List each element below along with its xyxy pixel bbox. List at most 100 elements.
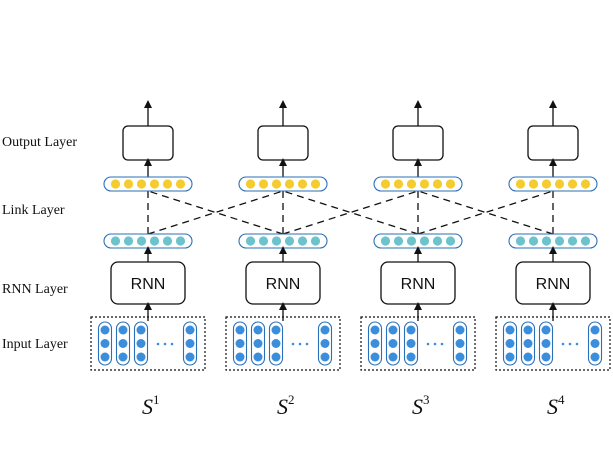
link-node [567, 179, 578, 189]
rnn-output-node [310, 236, 321, 246]
link-node [554, 179, 565, 189]
input-node [541, 325, 551, 335]
input-node [406, 352, 416, 362]
input-node [455, 325, 465, 335]
link-node [123, 179, 134, 189]
input-node [185, 339, 195, 348]
link-node [284, 179, 295, 189]
ellipsis-dot [440, 342, 444, 346]
input-node [388, 339, 398, 348]
link-node [162, 179, 173, 189]
link-node [297, 179, 308, 189]
input-node [590, 352, 600, 362]
ellipsis-dot [156, 342, 160, 346]
cross-link-lines [147, 190, 554, 235]
link-node [541, 179, 552, 189]
rnn-output-node [406, 236, 417, 246]
input-node [185, 352, 195, 362]
ellipsis-dot [575, 342, 579, 346]
link-node [432, 179, 443, 189]
rnn-output-node [123, 236, 134, 246]
input-node [253, 352, 263, 362]
rnn-output-node [580, 236, 591, 246]
input-node [100, 325, 110, 335]
ellipsis-dot [170, 342, 174, 346]
rnn-output-node [245, 236, 256, 246]
link-node [445, 179, 456, 189]
input-node [235, 352, 245, 362]
input-box [360, 316, 476, 371]
sequence-label-3: S3 [412, 392, 430, 419]
link-node [528, 179, 539, 189]
rnn-output-node [528, 236, 539, 246]
rnn-output-node [110, 236, 121, 246]
link-node [380, 179, 391, 189]
link-node [149, 179, 160, 189]
sequence-label-2: S2 [277, 392, 295, 419]
link-node [310, 179, 321, 189]
sequence-label-1: S1 [142, 392, 160, 419]
rnn-output-node [432, 236, 443, 246]
input-node [100, 352, 110, 362]
ellipsis-dot [561, 342, 565, 346]
rnn-output-node [541, 236, 552, 246]
rnn-output-node [515, 236, 526, 246]
input-node [523, 325, 533, 335]
input-node [271, 339, 281, 348]
rnn-output-node [258, 236, 269, 246]
input-node [590, 325, 600, 335]
input-box [90, 316, 206, 371]
rnn-label-2: RNN [266, 276, 301, 293]
input-node [320, 325, 330, 335]
input-node [505, 325, 515, 335]
input-node [118, 339, 128, 348]
rnn-output-node [175, 236, 186, 246]
output-box [392, 125, 444, 161]
input-node [185, 325, 195, 335]
column-s4 [495, 100, 611, 371]
input-node [590, 339, 600, 348]
column-s1 [90, 100, 206, 371]
ellipsis-dot [426, 342, 430, 346]
input-node [320, 339, 330, 348]
input-node [136, 325, 146, 335]
ellipsis-dot [305, 342, 309, 346]
input-node [253, 325, 263, 335]
rnn-output-node [297, 236, 308, 246]
link-node [110, 179, 121, 189]
input-node [370, 325, 380, 335]
input-node [136, 352, 146, 362]
link-node [419, 179, 430, 189]
rnn-output-node [136, 236, 147, 246]
rnn-output-node [393, 236, 404, 246]
rnn-label-1: RNN [131, 276, 166, 293]
column-s2 [225, 100, 341, 371]
input-node [406, 339, 416, 348]
input-box [225, 316, 341, 371]
ellipsis-dot [298, 342, 302, 346]
link-node [245, 179, 256, 189]
rnn-output-node [149, 236, 160, 246]
output-layer-label: Output Layer [2, 135, 77, 150]
rnn-output-node [554, 236, 565, 246]
input-node [370, 339, 380, 348]
ellipsis-dot [568, 342, 572, 346]
input-node [505, 339, 515, 348]
rnn-output-node [162, 236, 173, 246]
link-layer-label: Link Layer [2, 203, 65, 218]
input-node [118, 352, 128, 362]
column-s3 [360, 100, 476, 371]
rnn-output-node [419, 236, 430, 246]
input-node [455, 352, 465, 362]
link-node [136, 179, 147, 189]
input-node [320, 352, 330, 362]
input-node [541, 352, 551, 362]
output-box [527, 125, 579, 161]
output-box [122, 125, 174, 161]
input-node [100, 339, 110, 348]
input-node [235, 339, 245, 348]
ellipsis-dot [291, 342, 295, 346]
input-node [388, 352, 398, 362]
input-node [505, 352, 515, 362]
